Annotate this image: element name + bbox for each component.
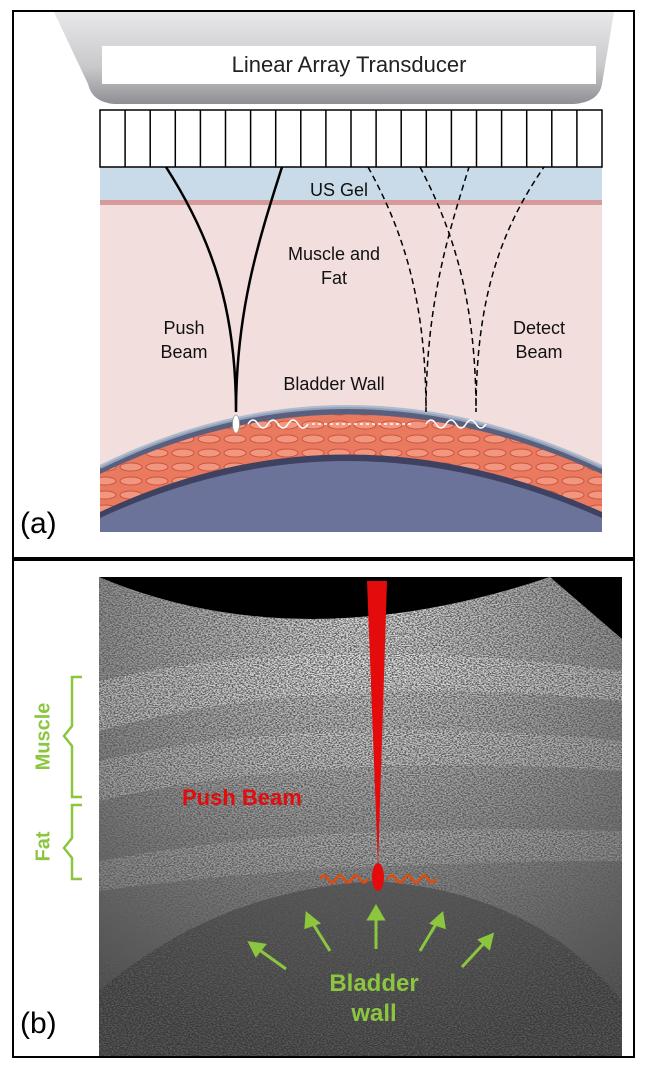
muscle-label: Muscle <box>33 695 56 779</box>
panel-b-ultrasound: Muscle Fat Push Beam Bladder wall (b) <box>12 559 635 1058</box>
bladder-wall-label: Bladder Wall <box>264 372 404 396</box>
panel-a-schematic: Linear Array Transducer US Gel Muscle an… <box>12 10 635 559</box>
gel-label: US Gel <box>294 178 384 202</box>
tissue-label-line2: Fat <box>269 266 399 290</box>
muscle-bracket <box>64 677 82 797</box>
push-focus-red <box>372 863 384 891</box>
bladder-wall-label: Bladder wall <box>304 969 444 1029</box>
bladder-label-line2: wall <box>304 999 444 1029</box>
push-label-line2: Beam <box>144 340 224 364</box>
push-beam-label: Push Beam <box>182 785 302 811</box>
detect-label-line1: Detect <box>494 316 584 340</box>
fat-bracket <box>64 805 82 879</box>
push-focus <box>233 415 240 433</box>
panel-a-label: (a) <box>20 507 57 541</box>
tissue-label: Muscle and Fat <box>269 242 399 290</box>
push-label-line1: Push <box>144 316 224 340</box>
detect-beam-label: Detect Beam <box>494 316 584 364</box>
push-beam-label: Push Beam <box>144 316 224 364</box>
detect-label-line2: Beam <box>494 340 584 364</box>
panel-b-label: (b) <box>20 1007 57 1041</box>
transducer-array <box>100 110 602 167</box>
tissue-label-line1: Muscle and <box>269 242 399 266</box>
bladder-label-line1: Bladder <box>304 969 444 999</box>
transducer-title: Linear Array Transducer <box>102 46 596 84</box>
fat-label: Fat <box>33 817 56 877</box>
